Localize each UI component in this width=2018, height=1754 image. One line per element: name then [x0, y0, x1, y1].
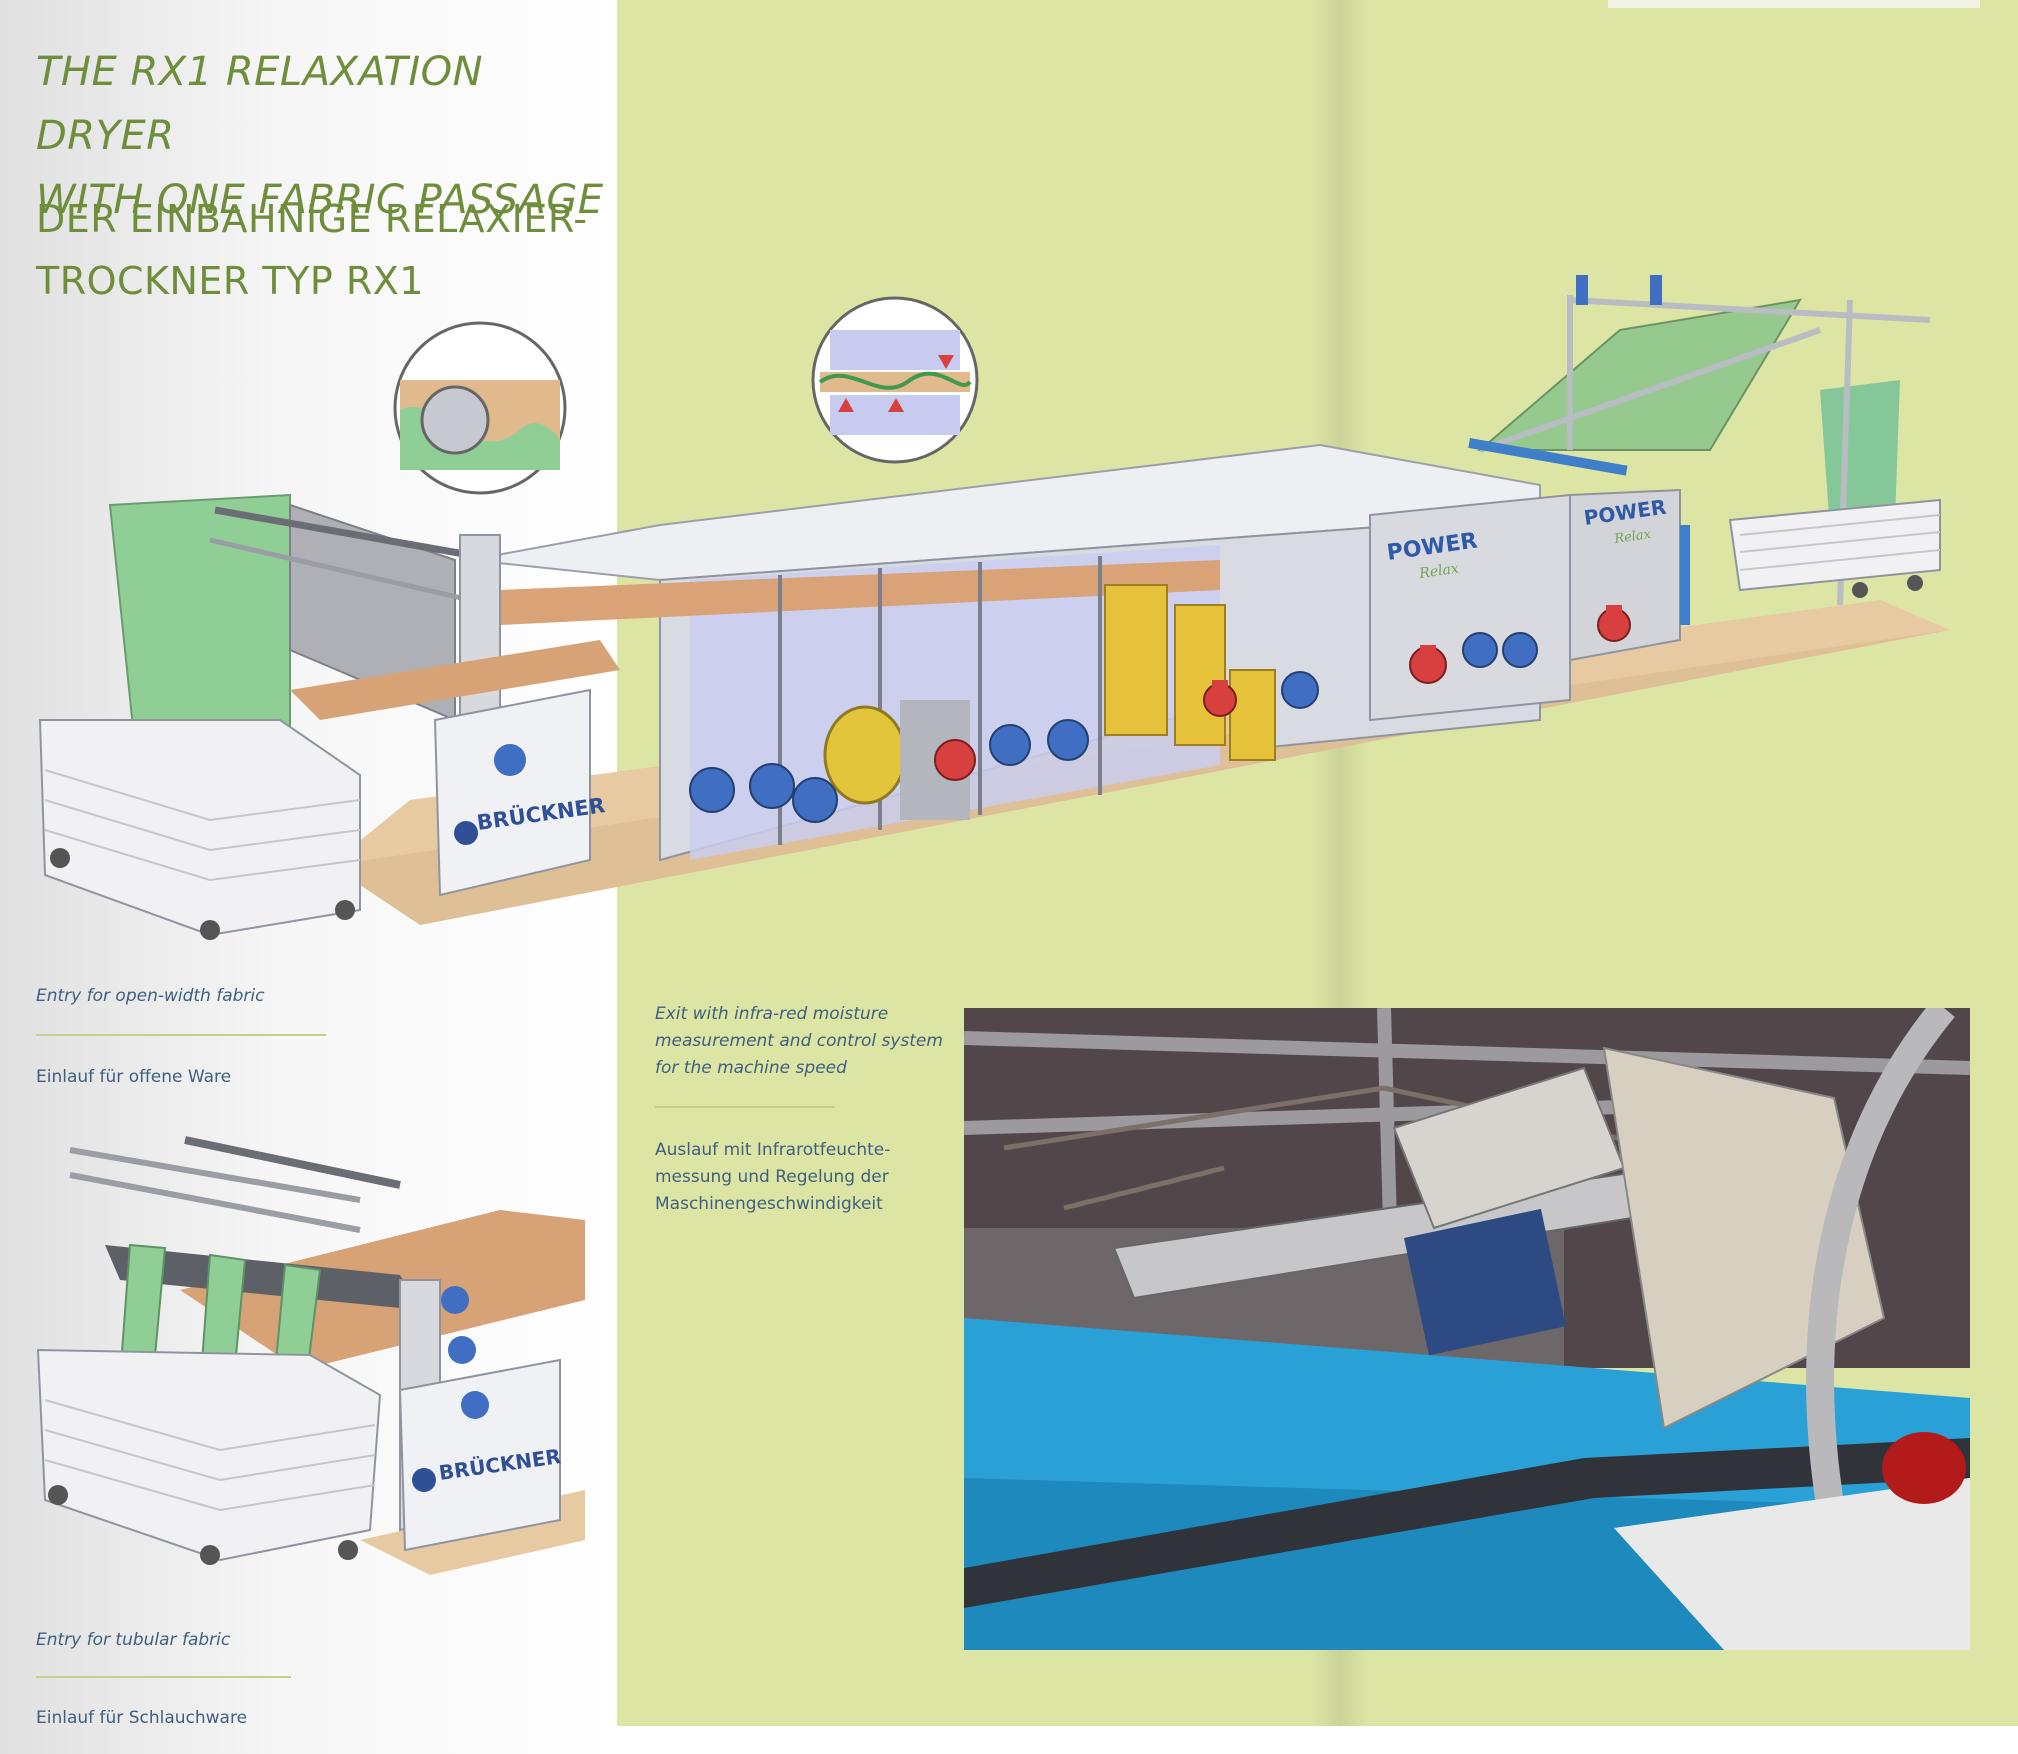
title-de-line2: TROCKNER TYP RX1	[36, 259, 424, 303]
yellow-drum	[823, 705, 907, 805]
tubular-frame	[69, 1147, 361, 1233]
exit-actuators	[1576, 275, 1662, 305]
flex-hose	[1806, 1008, 1955, 1531]
title-english: THE RX1 RELAXATION DRYER WITH ONE FABRIC…	[36, 40, 626, 232]
power-badge-1-sub: Relax	[1417, 561, 1459, 583]
tubular-motor-1	[441, 1286, 469, 1314]
tubular-roller	[184, 1136, 401, 1189]
warning-lamp	[1882, 1432, 1966, 1504]
caption-exit-de: Auslauf mit Infrarotfeuchte- messung und…	[655, 1137, 890, 1218]
yellow-door-1	[1104, 584, 1168, 736]
tubular-bruckner-box	[398, 1358, 561, 1552]
caption-exit-en-line2: measurement and control system	[655, 1031, 943, 1051]
caption-divider-2	[655, 1106, 835, 1108]
bruckner-motor	[494, 744, 526, 776]
caption-entry-open-en: Entry for open-width fabric	[36, 986, 265, 1006]
blue-motors	[689, 632, 1538, 823]
power-badge-2-sub: Relax	[1612, 527, 1652, 547]
exit-sensor-photo	[964, 1008, 1970, 1650]
exit-ramp-fabric	[1477, 298, 1802, 451]
machine-illustration: POWER Relax POWER Relax	[38, 275, 1950, 940]
exit-trolley	[1728, 498, 1941, 598]
caption-exit-en-line1: Exit with infra-red moisture	[655, 1004, 889, 1024]
tubular-logo-mark	[412, 1468, 436, 1492]
tubular-entry-illustration: BRÜCKNER	[36, 1136, 585, 1575]
detail-circle-roller	[393, 321, 567, 495]
top-edge-strip	[1608, 0, 1980, 8]
tubular-motor-2	[448, 1336, 476, 1364]
caption-exit-de-line2: messung und Regelung der	[655, 1167, 889, 1187]
chamber-dividers	[778, 556, 1102, 845]
detail-circle-airflow	[811, 296, 979, 464]
entry-trolley	[38, 719, 361, 940]
conveyor-belt	[500, 560, 1220, 625]
title-de-line1: DER EINBAHNIGE RELAXIER-	[36, 197, 588, 241]
caption-exit-en: Exit with infra-red moisture measurement…	[655, 1001, 943, 1082]
red-motor-tops	[1212, 605, 1622, 692]
sensor-head	[1404, 1208, 1566, 1356]
tubular-trolley	[36, 1348, 382, 1565]
yellow-door-3	[1229, 669, 1276, 761]
caption-divider-3	[36, 1676, 291, 1678]
bruckner-box	[433, 688, 591, 897]
power-module-2	[1569, 488, 1681, 662]
title-german: DER EINBAHNIGE RELAXIER- TROCKNER TYP RX…	[36, 188, 626, 312]
exit-sensor-photo-graphic	[964, 1008, 1970, 1650]
exit-fabric-hanging	[1820, 380, 1900, 530]
entry-conveyor	[290, 640, 620, 720]
caption-exit-de-line1: Auslauf mit Infrarotfeuchte-	[655, 1140, 891, 1160]
exit-blue-bar	[1468, 438, 1628, 476]
blue-side-panel	[1680, 525, 1690, 625]
yellow-door-2	[1174, 604, 1226, 746]
title-en-line1: THE RX1 RELAXATION DRYER	[36, 49, 484, 159]
caption-divider-1	[36, 1034, 326, 1036]
tubular-dark-belt	[105, 1245, 420, 1310]
caption-entry-tubular-en: Entry for tubular fabric	[36, 1630, 231, 1650]
caption-exit-en-line3: for the machine speed	[655, 1058, 847, 1078]
title-en-line2: WITH ONE FABRIC PASSAGE	[36, 177, 604, 223]
caption-entry-open-de: Einlauf für offene Ware	[36, 1067, 232, 1087]
tubular-motor-3	[461, 1391, 489, 1419]
exit-frame	[1479, 295, 1931, 606]
machine-frame	[1614, 1478, 1970, 1650]
caption-entry-tubular-de: Einlauf für Schlauchware	[36, 1708, 248, 1728]
bruckner-logo-mark	[454, 821, 478, 845]
caption-exit-de-line3: Maschinengeschwindigkeit	[655, 1194, 883, 1214]
dark-guide-rail	[964, 1438, 1970, 1608]
